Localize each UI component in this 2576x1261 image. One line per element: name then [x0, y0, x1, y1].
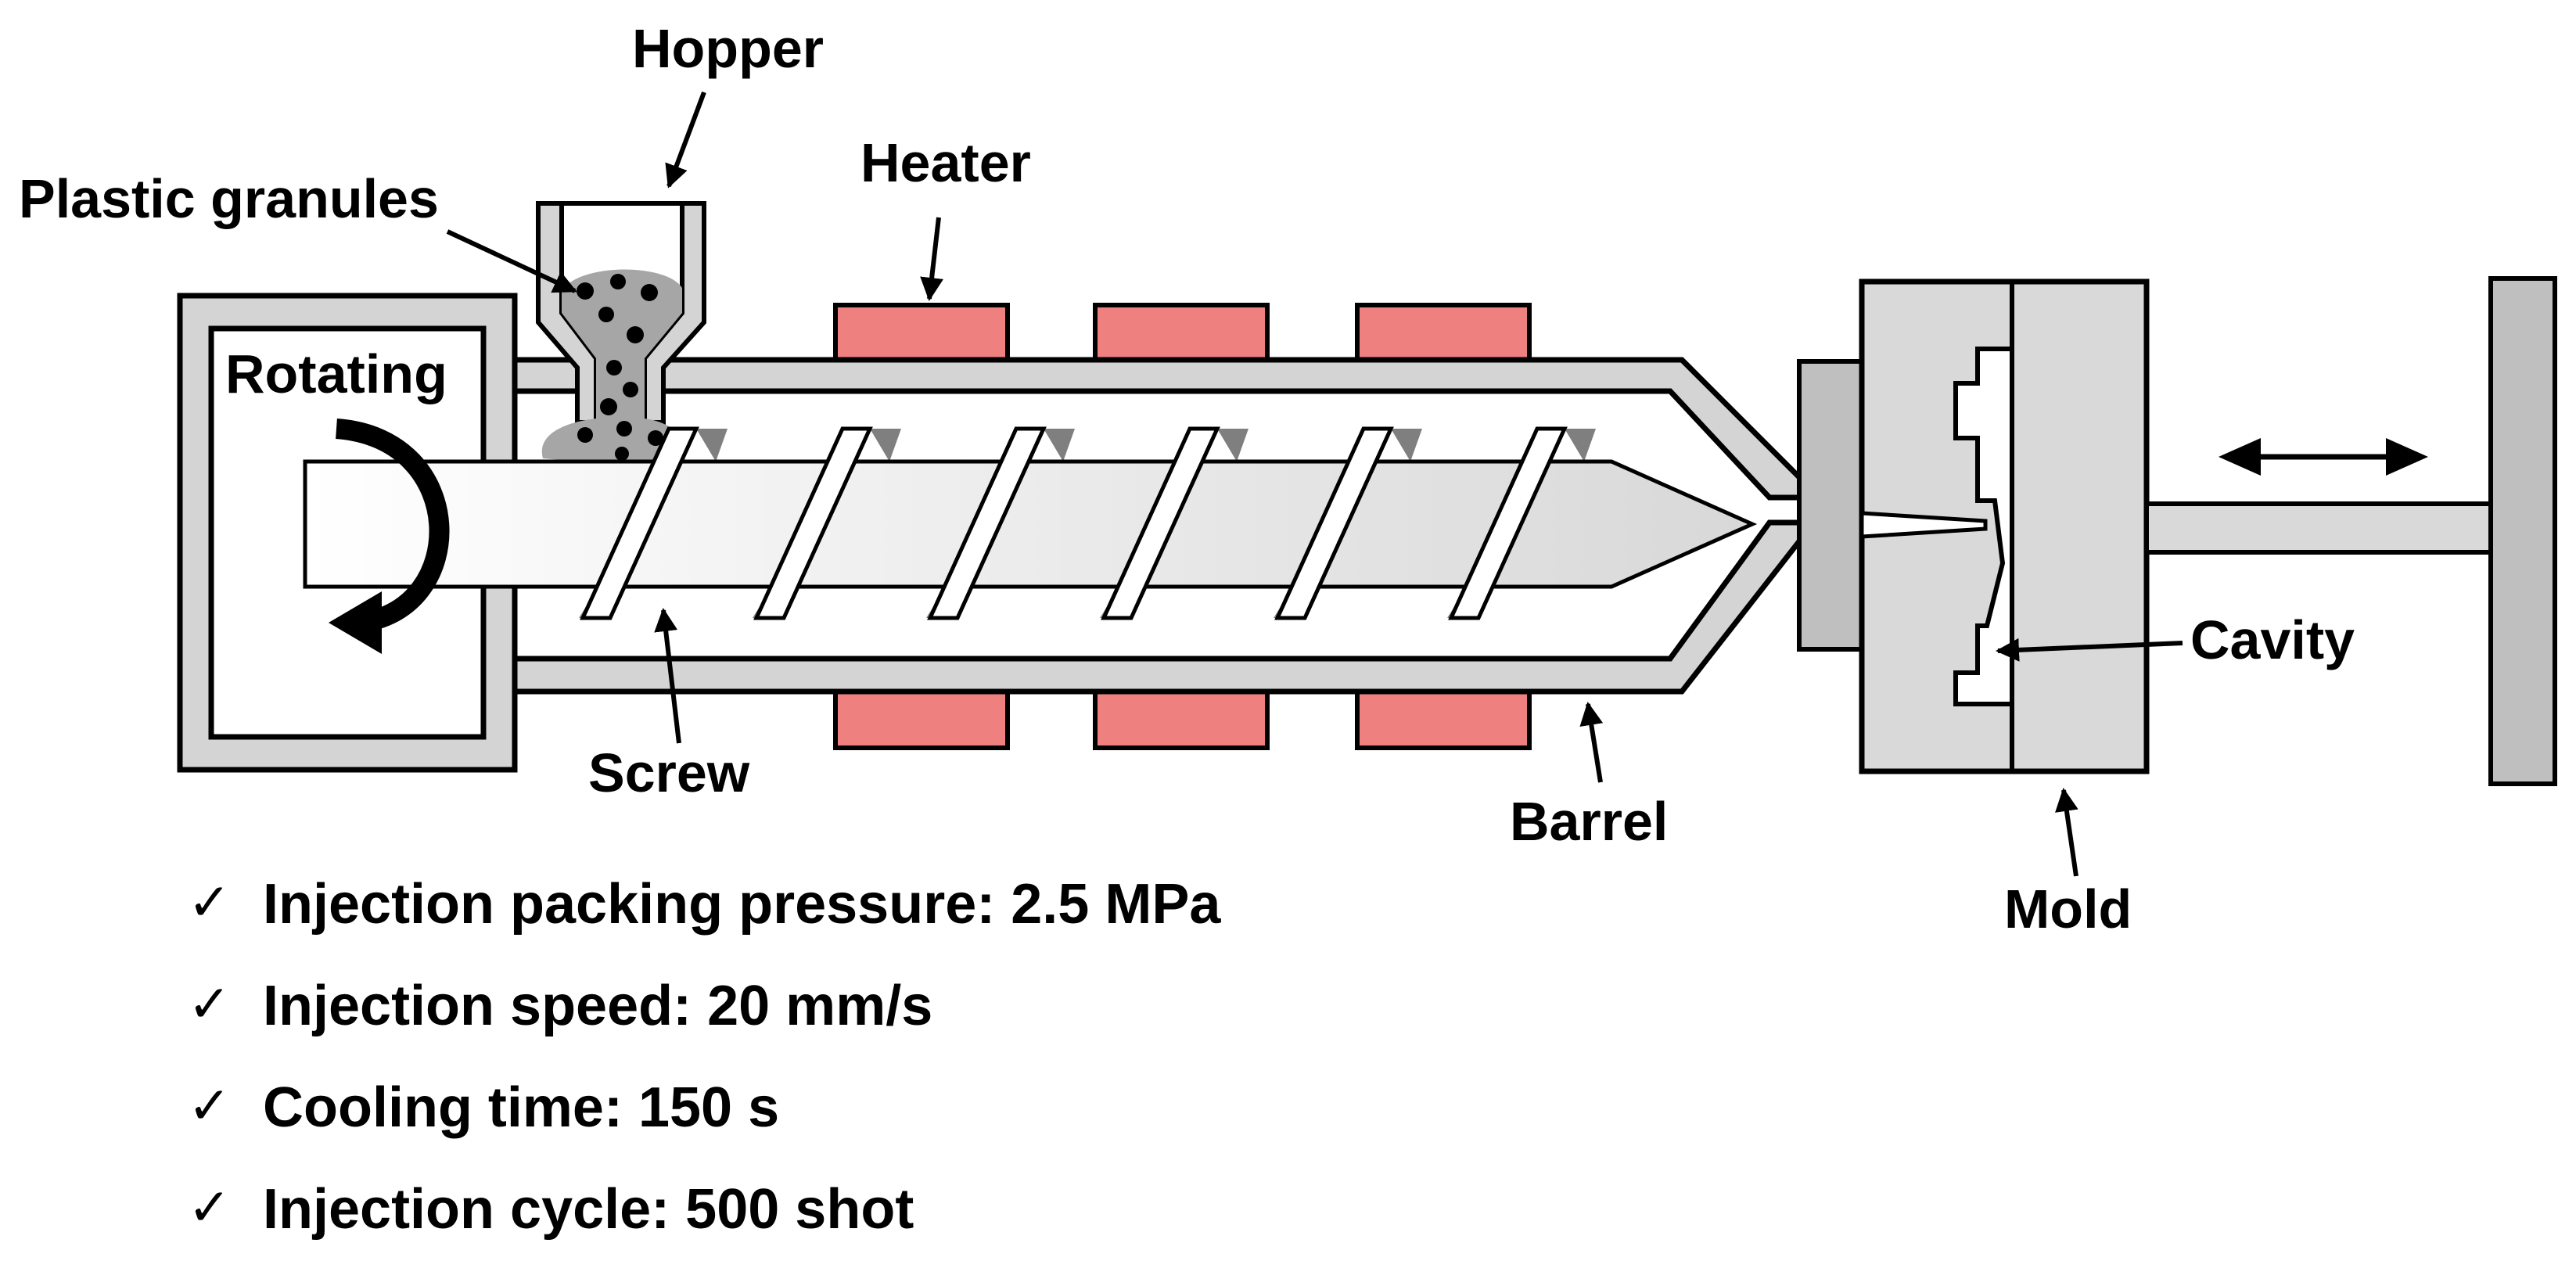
heaters [833, 303, 1532, 750]
heater-bottom-1 [833, 689, 1010, 750]
double-arrow-icon [2219, 438, 2428, 476]
heater-top-1 [833, 303, 1010, 362]
screw-label: Screw [588, 742, 750, 803]
granule-dots [577, 274, 663, 461]
cavity [1953, 347, 2014, 706]
spec-check-3: ✓ [188, 1076, 231, 1136]
hopper-label: Hopper [632, 18, 824, 79]
mold-label: Mold [2004, 878, 2132, 939]
heater-label: Heater [860, 132, 1031, 193]
spec-check-4: ✓ [188, 1177, 231, 1238]
spec-item-1: Injection packing pressure: 2.5 MPa [263, 873, 1221, 936]
hopper-arrow-icon [665, 91, 706, 189]
ejector [2144, 276, 2557, 786]
spec-check-1: ✓ [188, 872, 231, 932]
spec-item-2: Injection speed: 20 mm/s [263, 975, 932, 1037]
label-arrows [446, 91, 2183, 877]
spec-item-3: Cooling time: 150 s [263, 1076, 779, 1139]
spec-list: ✓ Injection packing pressure: 2.5 MPa ✓ … [188, 872, 1221, 1241]
rotating-label: Rotating [225, 343, 447, 404]
plastic-granules-label: Plastic granules [19, 168, 439, 229]
rotating-arrow-icon [329, 419, 450, 654]
cavity-arrow-icon [1996, 638, 2183, 662]
barrel-label: Barrel [1510, 791, 1668, 852]
heater-bottom-3 [1355, 689, 1532, 750]
spec-item-4: Injection cycle: 500 shot [263, 1178, 914, 1241]
nozzle-plate [1797, 359, 1864, 652]
spec-check-2: ✓ [188, 974, 231, 1034]
hopper [536, 201, 706, 462]
heater-bottom-2 [1093, 689, 1270, 750]
screw-flights-front [580, 426, 1568, 620]
heater-top-3 [1355, 303, 1532, 362]
mold [1859, 278, 2150, 774]
heater-arrow-icon [920, 217, 943, 301]
screw-arrow-icon [654, 608, 681, 744]
heater-top-2 [1093, 303, 1270, 362]
granules-arrow-icon [446, 229, 577, 293]
cavity-label: Cavity [2190, 609, 2355, 670]
mold-arrow-icon [2055, 788, 2078, 877]
barrel-arrow-icon [1579, 702, 1604, 783]
